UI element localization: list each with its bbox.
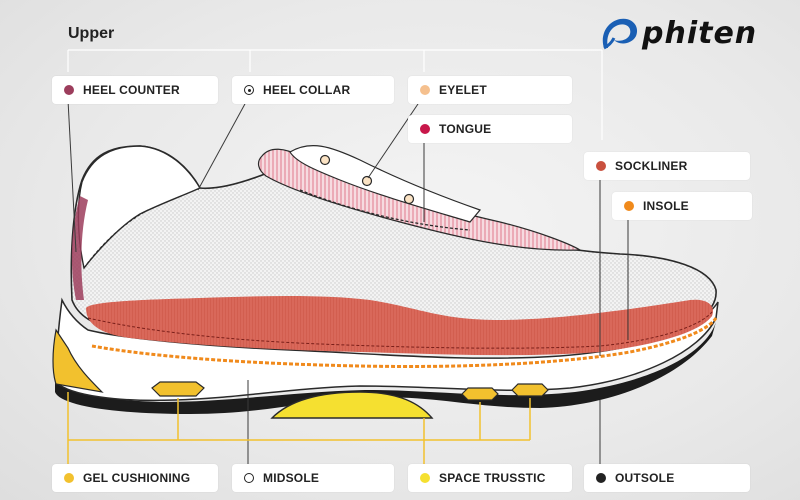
insole-marker-icon: [624, 201, 634, 211]
callout-label: MIDSOLE: [263, 471, 320, 485]
callout-heel-counter: HEEL COUNTER: [52, 76, 218, 104]
midsole-shape: [55, 297, 719, 402]
upper-bracket-line: [67, 49, 603, 140]
callout-label: OUTSOLE: [615, 471, 675, 485]
callout-sockliner: SOCKLINER: [584, 152, 750, 180]
leader-eyelet: [367, 97, 423, 179]
callout-space-trusstic: SPACE TRUSSTIC: [408, 464, 572, 492]
heel-counter-marker-icon: [64, 85, 74, 95]
callout-tongue: TONGUE: [408, 115, 572, 143]
gel-pod-forefoot-1: [461, 387, 499, 401]
insole-line: [91, 317, 718, 368]
eyelet-hole: [319, 154, 331, 166]
eyelet-hole: [361, 175, 373, 187]
callout-gel-cushioning: GEL CUSHIONING: [52, 464, 218, 492]
callout-heel-collar: HEEL COLLAR: [232, 76, 394, 104]
eyelet-hole: [403, 193, 415, 205]
heel-counter-shape: [71, 196, 88, 300]
callout-outsole: OUTSOLE: [584, 464, 750, 492]
sockliner-shape: [86, 296, 714, 356]
sockliner-marker-icon: [596, 161, 606, 171]
callout-label: HEEL COUNTER: [83, 83, 180, 97]
tongue-marker-icon: [420, 124, 430, 134]
callout-label: HEEL COLLAR: [263, 83, 351, 97]
leader-gel-cushioning: [67, 392, 531, 466]
callout-eyelet: EYELET: [408, 76, 572, 104]
gel-pod-forefoot-2: [511, 383, 549, 397]
midsole-marker-icon: [244, 473, 254, 483]
outsole-marker-icon: [596, 473, 606, 483]
heel-collar-marker-icon: [244, 85, 254, 95]
brand-logo: phiten: [598, 14, 794, 54]
lace-panel-shape: [289, 145, 482, 223]
gel-pod-rear: [151, 381, 205, 397]
callout-label: EYELET: [439, 83, 487, 97]
callout-label: INSOLE: [643, 199, 689, 213]
callout-label: GEL CUSHIONING: [83, 471, 191, 485]
gel-pod-heel: [52, 328, 104, 393]
section-title-upper: Upper: [68, 25, 115, 42]
callout-label: SPACE TRUSSTIC: [439, 471, 546, 485]
callout-label: SOCKLINER: [615, 159, 688, 173]
leader-heel-collar: [197, 101, 247, 191]
leader-heel-counter: [67, 99, 77, 253]
space-trusstic-shape: [270, 391, 434, 419]
phiten-swirl-logo-icon: [602, 18, 638, 50]
space-trusstic-marker-icon: [420, 473, 430, 483]
callout-label: TONGUE: [439, 122, 492, 136]
callout-midsole: MIDSOLE: [232, 464, 394, 492]
brand-logo-text: phiten: [642, 16, 758, 51]
eyelet-marker-icon: [420, 85, 430, 95]
callout-insole: INSOLE: [612, 192, 752, 220]
gel-cushioning-marker-icon: [64, 473, 74, 483]
